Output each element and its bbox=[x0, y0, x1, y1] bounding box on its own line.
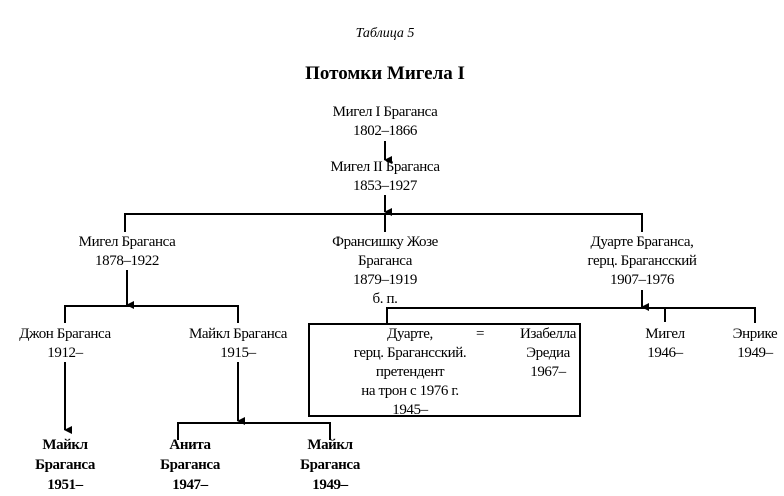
duarte-marriage-box bbox=[308, 323, 581, 417]
table-caption: Таблица 5 bbox=[355, 26, 415, 41]
bracket-miguel-children bbox=[64, 305, 239, 323]
bracket-michael-children bbox=[177, 422, 331, 440]
bracket-duarte-children bbox=[386, 307, 756, 323]
marriage-sign: = bbox=[475, 326, 485, 342]
bracket-gen3 bbox=[124, 213, 643, 232]
page-title: Потомки Мигела I bbox=[305, 63, 465, 84]
